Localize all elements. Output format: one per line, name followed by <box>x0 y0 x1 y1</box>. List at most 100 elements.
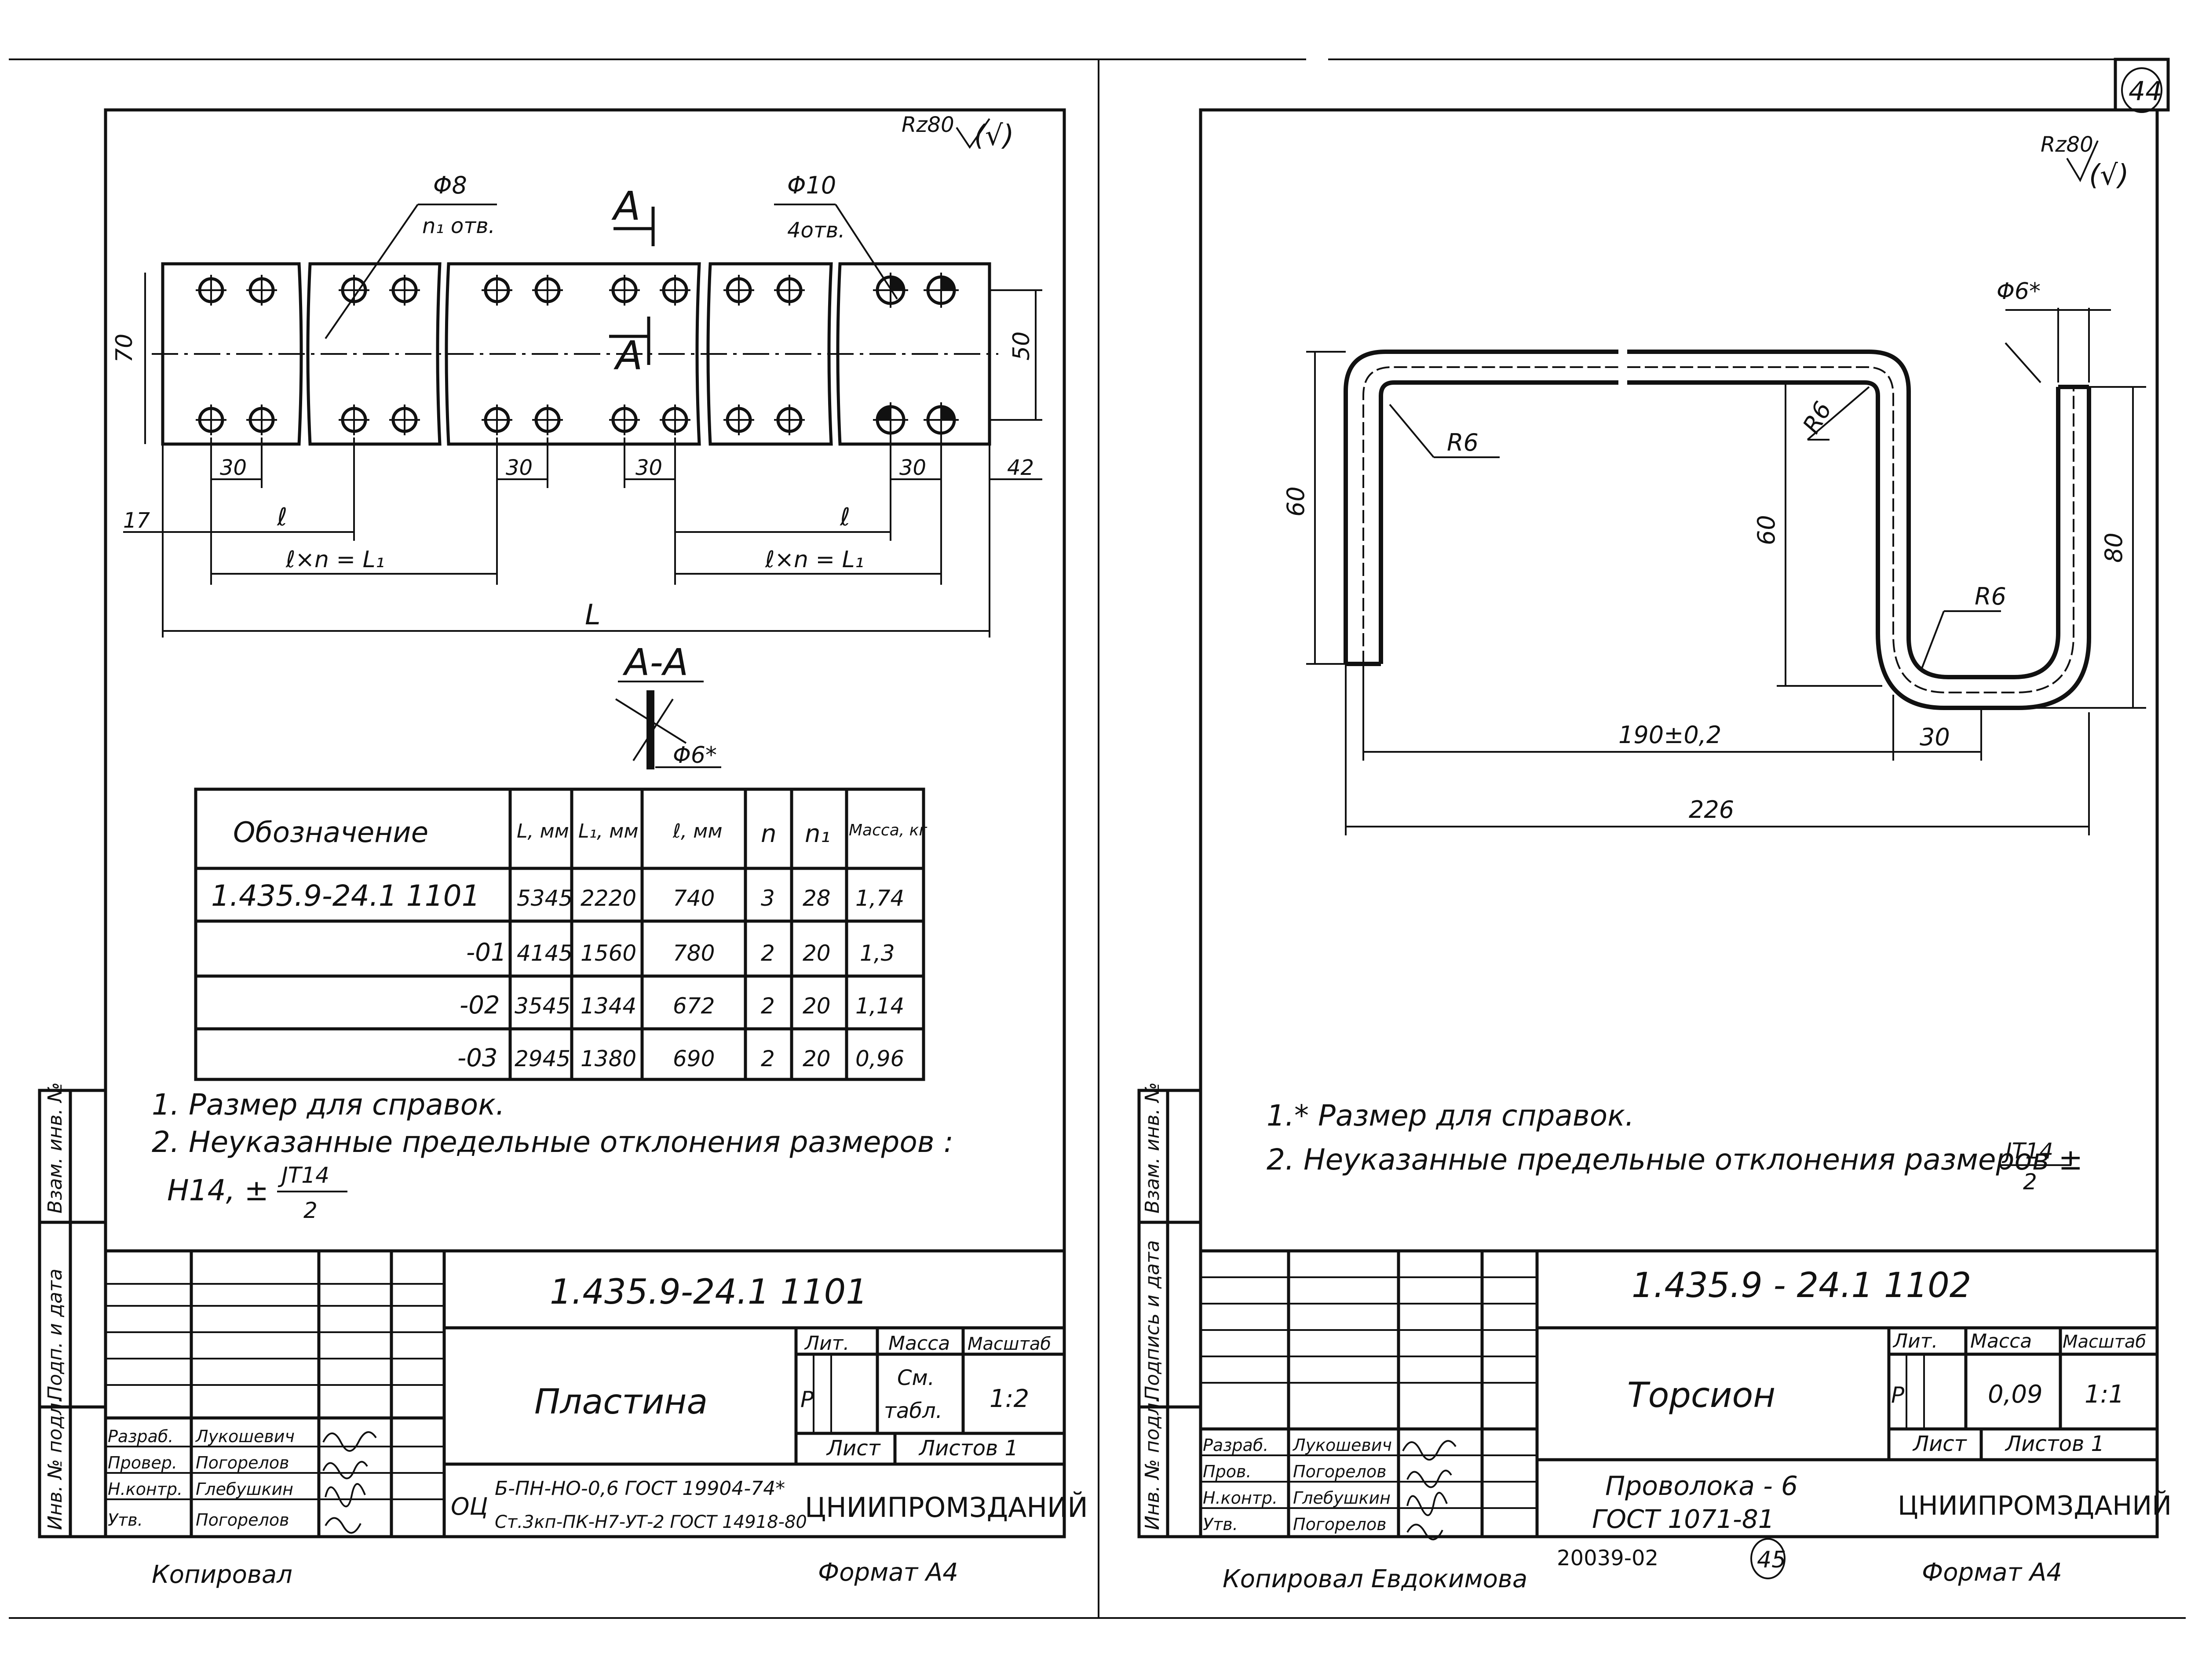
signature <box>322 1461 368 1480</box>
table-header: n <box>761 820 777 848</box>
lit-value: Р <box>1891 1382 1905 1408</box>
hole <box>660 275 690 306</box>
table-cell: 740 <box>673 886 715 911</box>
table-cell: 3 <box>761 886 775 911</box>
torsion-wire <box>1344 350 2091 710</box>
hole-large-dia: Φ10 <box>787 171 836 199</box>
scale-value: 1:1 <box>2085 1380 2124 1409</box>
footer-format: Формат А4 <box>818 1558 958 1587</box>
footer-code: 20039-02 <box>1557 1546 1658 1571</box>
hole <box>609 275 640 306</box>
table-cell: 4145 <box>517 940 573 966</box>
roughness-label: Rz80 <box>2041 132 2093 157</box>
person-name: Погорелов <box>1293 1515 1386 1534</box>
section-title: A-A <box>622 641 688 684</box>
roughness-symbol <box>2066 140 2099 182</box>
section-profile <box>646 690 654 769</box>
signature <box>1402 1440 1457 1461</box>
section-mark-top: A <box>611 183 641 230</box>
table-cell: 2 <box>761 1046 775 1071</box>
dimensions: 70 50 30 30 30 30 42 <box>111 273 1042 638</box>
footer-format: Формат А4 <box>1922 1558 2062 1587</box>
side-label: Инв. № подл. <box>44 1396 66 1530</box>
leader-line <box>325 204 419 339</box>
dim-width-226: 226 <box>1689 796 1734 824</box>
dim-radius: R6 <box>1975 583 2006 610</box>
side-label: Инв. № подл. <box>1141 1396 1164 1530</box>
lit-value: Р <box>800 1387 814 1412</box>
hole <box>196 275 226 306</box>
side-label: Подп. и дата <box>44 1268 66 1400</box>
table-cell: 20 <box>803 993 831 1019</box>
side-strip: Инв. № подл. Подпись и дата Взам. инв. № <box>1137 1082 1202 1538</box>
table-cell: 0,96 <box>855 1046 904 1071</box>
table-cell: 2 <box>761 993 775 1019</box>
section-arrow-top <box>613 207 655 246</box>
side-label: Подпись и дата <box>1141 1240 1164 1400</box>
hole <box>246 275 277 306</box>
dim-hole-spacing: 50 <box>1008 332 1035 361</box>
dim-total: L <box>585 599 601 631</box>
part-name: Торсион <box>1627 1376 1775 1415</box>
section-dim: Φ6* <box>673 742 717 769</box>
material-line: Проволока - 6 <box>1605 1471 1798 1501</box>
dim-height-80: 80 <box>2100 532 2128 563</box>
left-sheet: Rz80 (√) <box>38 108 1088 1589</box>
side-label: Взам. инв. № <box>1141 1082 1164 1214</box>
table-cell: 28 <box>803 886 831 911</box>
table-cell: 1560 <box>581 940 636 966</box>
dim-run: ℓ×n = L₁ <box>765 547 864 573</box>
side-label: Взам. инв. № <box>44 1082 66 1214</box>
dim-pitch: ℓ <box>277 503 287 532</box>
note-fraction-den: 2 <box>2023 1169 2037 1195</box>
scale-label: Масштаб <box>2063 1332 2146 1352</box>
role-label: Провер. <box>108 1453 177 1472</box>
plate-segment-5 <box>836 262 991 446</box>
mass-value: 0,09 <box>1988 1380 2043 1409</box>
plate-drawing <box>152 262 998 446</box>
material-line: Ст.3кп-ПК-Н7-УТ-2 ГОСТ 14918-80 <box>495 1512 807 1532</box>
mass-value: табл. <box>884 1399 942 1423</box>
plate-holes <box>196 273 959 437</box>
table-cell: 5345 <box>517 886 573 911</box>
table-header: n₁ <box>805 820 830 848</box>
table-cell: -02 <box>460 991 500 1020</box>
plate-segment-1 <box>161 262 303 446</box>
person-name: Глебушкин <box>196 1480 293 1499</box>
hole <box>532 275 563 306</box>
hole-large-count: 4отв. <box>787 218 845 243</box>
dim-wire-dia: Φ6* <box>1997 278 2041 305</box>
table-cell: 1344 <box>581 993 636 1019</box>
section-mark-bottom: A <box>613 333 643 379</box>
hole-small-dia: Φ8 <box>433 171 467 199</box>
table-cell: 672 <box>673 993 715 1019</box>
hole <box>532 405 563 435</box>
drawing-code: 1.435.9-24.1 1101 <box>550 1272 868 1312</box>
dim-17: 17 <box>123 508 150 533</box>
table-row: 1.435.9-24.1 1101 5345 2220 740 3 28 1,7… <box>211 879 904 913</box>
note-fraction-num: JT14 <box>278 1163 329 1188</box>
person-name: Погорелов <box>196 1453 289 1472</box>
role-label: Разраб. <box>1203 1436 1268 1455</box>
title-block: 1.435.9 - 24.1 1102 Торсион Лит. Масса М… <box>1201 1249 2172 1541</box>
scale-label: Масштаб <box>968 1334 1051 1354</box>
right-frame <box>1199 108 2159 1538</box>
sheets-label: Листов 1 <box>2005 1432 2104 1456</box>
sheet-label: Лист <box>1912 1432 1968 1456</box>
note-fraction-den: 2 <box>303 1198 318 1223</box>
page-number-circle <box>2121 67 2162 113</box>
hole <box>774 405 805 435</box>
page-number-box <box>2114 58 2170 112</box>
signature <box>1406 1492 1448 1516</box>
table-row: -03 2945 1380 690 2 20 0,96 <box>457 1044 904 1072</box>
organization: ЦНИИПРОМЗДАНИЙ <box>805 1491 1088 1523</box>
note-line: 1. Размер для справок. <box>152 1088 505 1122</box>
hole <box>389 405 420 435</box>
mass-value: См. <box>897 1366 935 1390</box>
hole <box>774 275 805 306</box>
table-cell: 780 <box>673 940 715 966</box>
table-cell: 20 <box>803 1046 831 1071</box>
dim-width-30: 30 <box>1920 723 1950 751</box>
note-line: 2. Неуказанные предельные отклонения раз… <box>152 1125 953 1159</box>
dim-30: 30 <box>506 456 533 480</box>
